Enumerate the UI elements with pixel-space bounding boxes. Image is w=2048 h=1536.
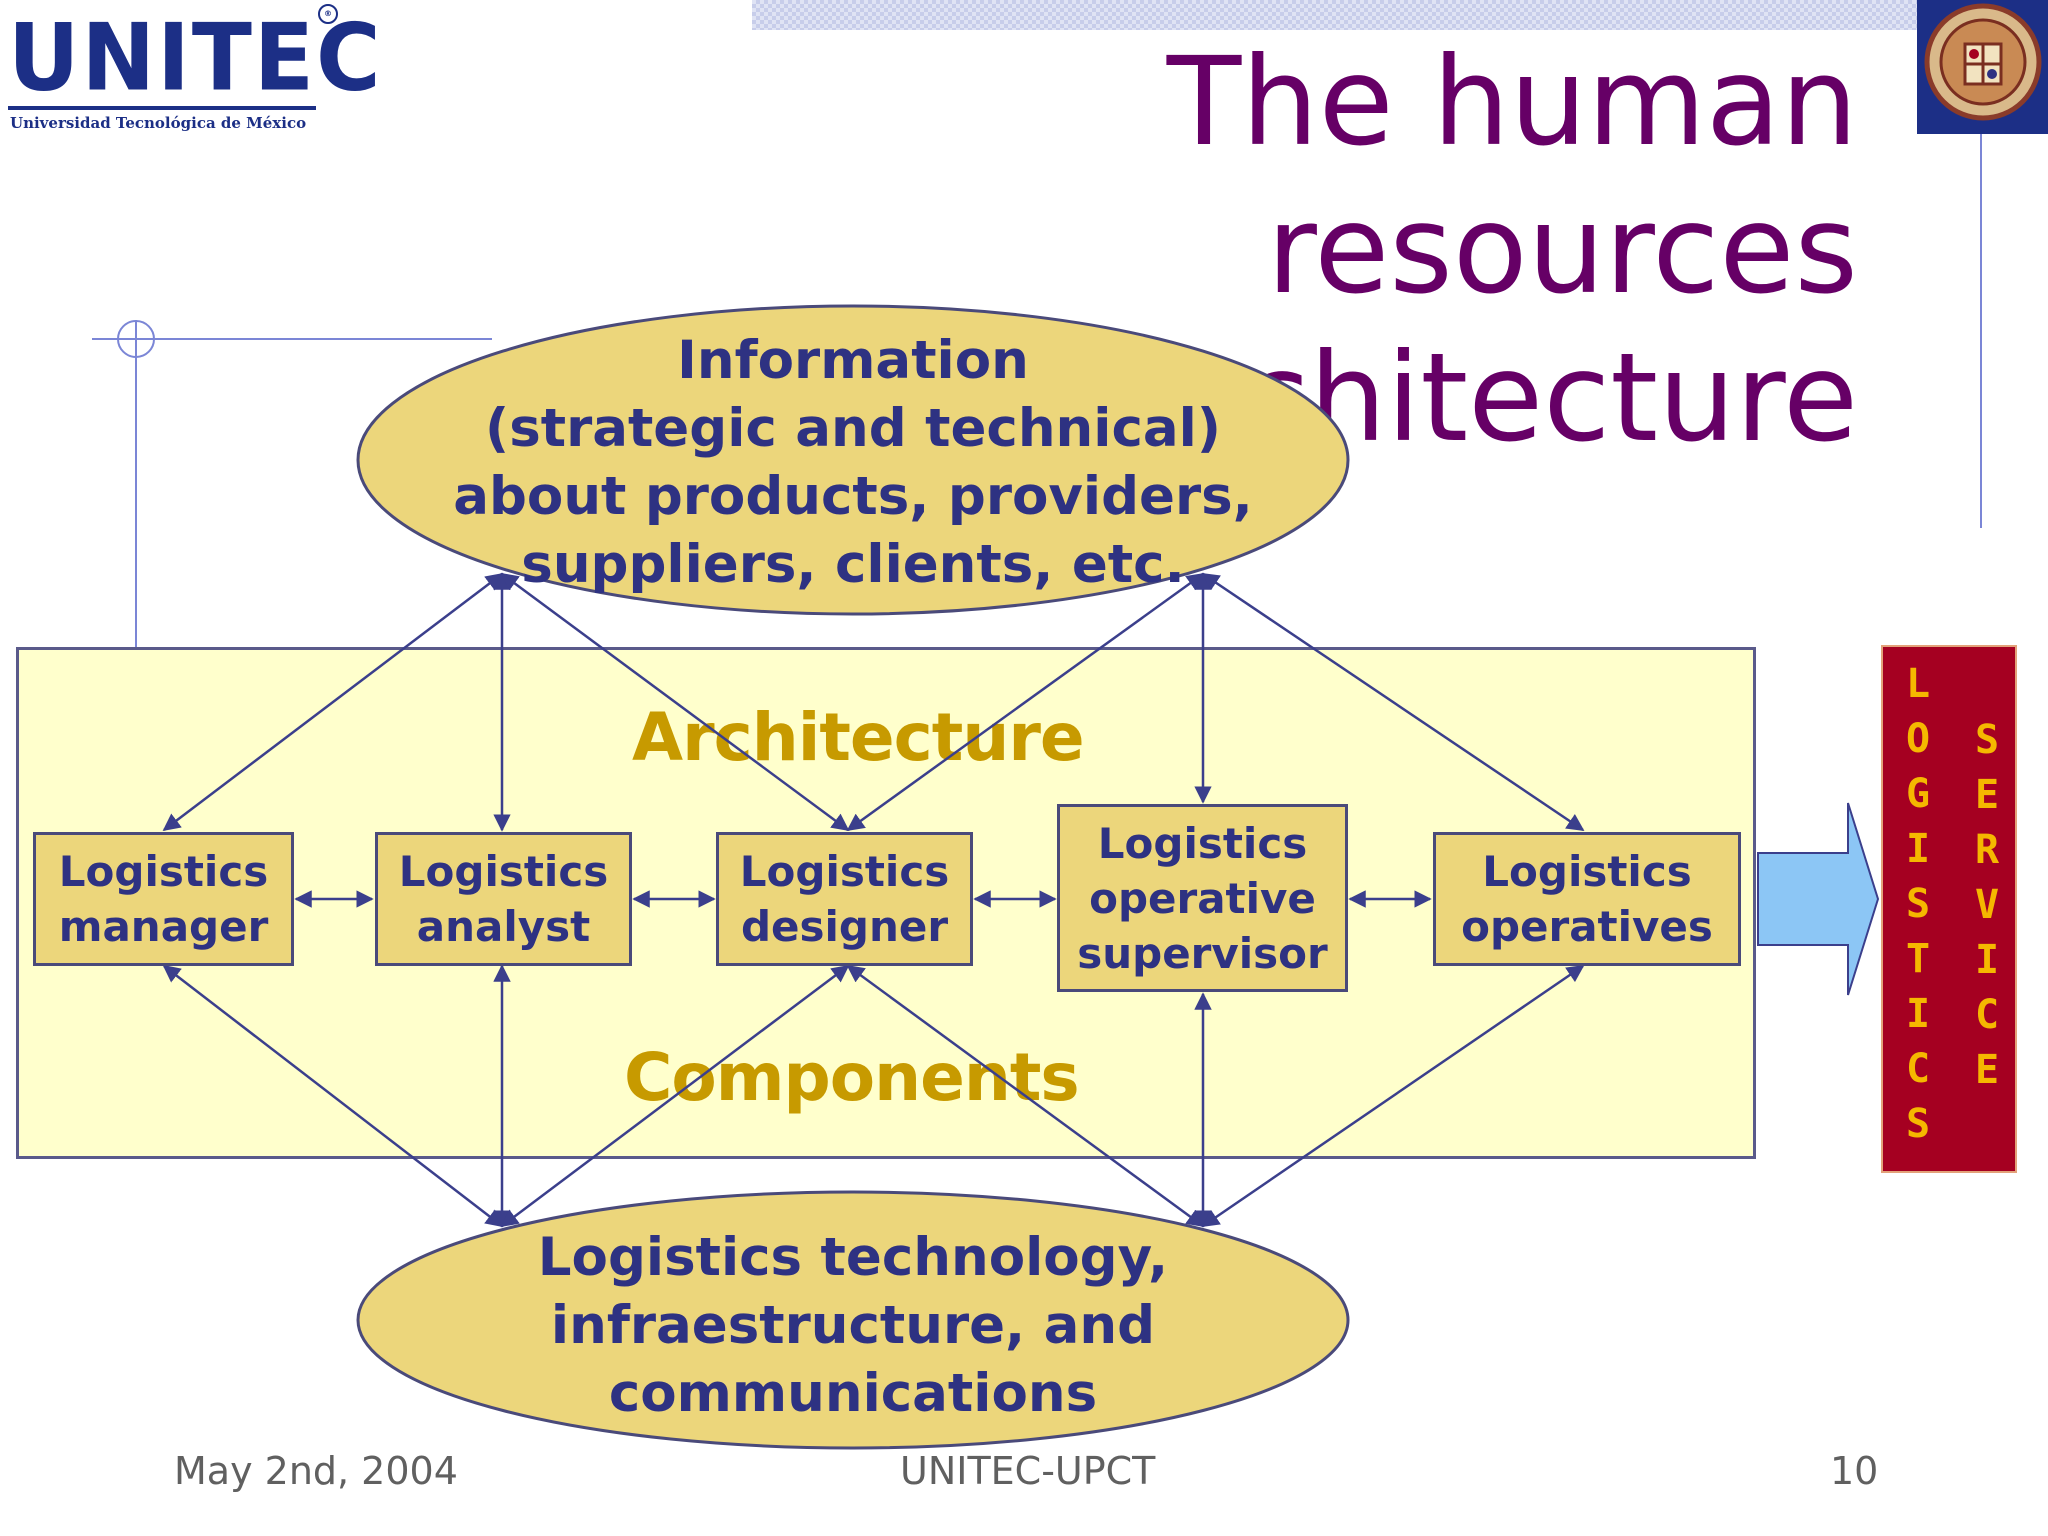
registered-mark-icon: ®: [318, 4, 338, 24]
seal-emblem-icon: [1924, 3, 2042, 121]
decorative-pattern-strip: [752, 0, 1917, 30]
unitec-logo: UNITEC: [8, 3, 383, 112]
role-operatives-line-2: operatives: [1461, 902, 1713, 951]
role-box-logistics-operative-supervisor: Logistics operative supervisor: [1057, 804, 1348, 992]
service-letter: I: [1974, 937, 2000, 983]
service-word-service: S E R V I C E: [1965, 713, 2009, 1098]
information-line-3: about products, providers,: [453, 466, 1253, 527]
connector-tech-manager: [162, 964, 504, 1228]
role-designer-line-1: Logistics: [739, 847, 950, 896]
service-letter: R: [1974, 827, 2000, 873]
service-letter: C: [1905, 1046, 1931, 1092]
footer-page-number: 10: [1830, 1449, 1879, 1493]
technology-line-3: communications: [608, 1363, 1098, 1424]
connector-tech-designer-left: [500, 964, 850, 1228]
service-letter: I: [1905, 991, 1931, 1037]
technology-ellipse-text: Logistics technology, infraestructure, a…: [403, 1224, 1303, 1428]
connector-tech-operatives: [1201, 964, 1585, 1228]
role-box-logistics-manager: Logistics manager: [33, 832, 294, 966]
connector-info-operatives: [1201, 572, 1585, 832]
role-box-logistics-analyst: Logistics analyst: [375, 832, 632, 966]
service-letter: C: [1974, 992, 2000, 1038]
service-word-logistics: L O G I S T I C S: [1896, 657, 1940, 1152]
service-letter: I: [1905, 826, 1931, 872]
role-supervisor-line-2: operative: [1089, 873, 1316, 923]
role-supervisor-line-3: supervisor: [1077, 928, 1328, 978]
connector-info-manager: [162, 572, 504, 832]
service-letter: S: [1905, 1101, 1931, 1147]
service-letter: E: [1974, 1047, 2000, 1093]
role-supervisor-line-1: Logistics: [1097, 818, 1308, 868]
information-line-1: Information: [677, 330, 1029, 391]
role-box-logistics-designer: Logistics designer: [716, 832, 973, 966]
footer-center: UNITEC-UPCT: [900, 1449, 1156, 1493]
technology-line-1: Logistics technology,: [537, 1227, 1169, 1288]
role-manager-line-1: Logistics: [58, 847, 269, 896]
logo-underline: [8, 106, 316, 110]
connector-info-designer-right: [846, 572, 1205, 832]
university-seal: [1917, 0, 2048, 134]
service-letter: V: [1974, 882, 2000, 928]
role-analyst-line-2: analyst: [416, 902, 591, 951]
role-manager-line-2: manager: [58, 902, 269, 951]
service-letter: G: [1905, 771, 1931, 817]
role-box-logistics-operatives: Logistics operatives: [1433, 832, 1741, 966]
service-letter: T: [1905, 936, 1931, 982]
connector-info-designer-left: [500, 572, 850, 832]
technology-line-2: infraestructure, and: [550, 1295, 1156, 1356]
output-arrow: [1757, 802, 1880, 996]
service-letter: S: [1905, 881, 1931, 927]
service-letter: O: [1905, 716, 1931, 762]
service-letter: L: [1905, 661, 1931, 707]
role-operatives-line-1: Logistics: [1482, 847, 1692, 896]
service-letter: E: [1974, 772, 2000, 818]
title-line-1: The human resources: [1166, 31, 1858, 321]
footer-date: May 2nd, 2004: [174, 1449, 458, 1493]
role-designer-line-2: designer: [740, 902, 949, 951]
service-letter: S: [1974, 717, 2000, 763]
logo-subtitle: Universidad Tecnológica de México: [10, 114, 307, 132]
role-analyst-line-1: Logistics: [398, 847, 609, 896]
logistics-service-box: [1881, 645, 2017, 1173]
information-line-2: (strategic and technical): [484, 398, 1222, 459]
connector-tech-designer-right: [846, 964, 1205, 1228]
seal-guide-line: [1980, 134, 1982, 528]
